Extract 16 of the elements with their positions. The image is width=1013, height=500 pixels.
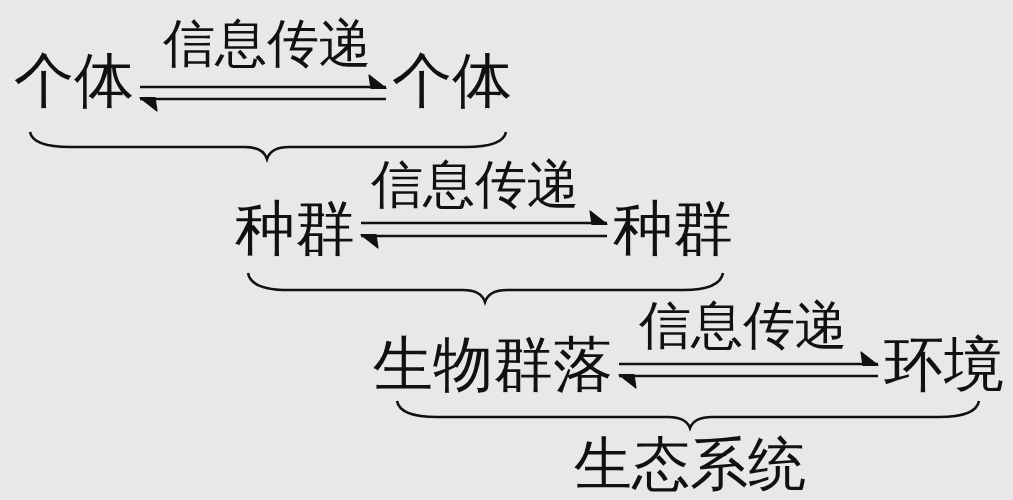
term-label: 生物群落 — [367, 330, 619, 399]
arrow — [140, 74, 387, 89]
edge-label: 信息传递 — [639, 296, 847, 356]
term-label: 个体 — [8, 46, 140, 115]
edge-label: 信息传递 — [163, 14, 371, 74]
arrow — [139, 97, 386, 112]
arrow — [361, 210, 608, 225]
term-label: 个体 — [386, 46, 518, 115]
term-label: 种群 — [229, 194, 361, 263]
arrow — [619, 351, 879, 366]
term-label: 环境 — [878, 330, 1010, 399]
arrow — [360, 234, 607, 249]
arrow — [618, 374, 878, 389]
edge-label: 信息传递 — [371, 155, 579, 215]
term-label: 种群 — [607, 194, 739, 263]
brace-label: 生态系统 — [574, 431, 806, 498]
